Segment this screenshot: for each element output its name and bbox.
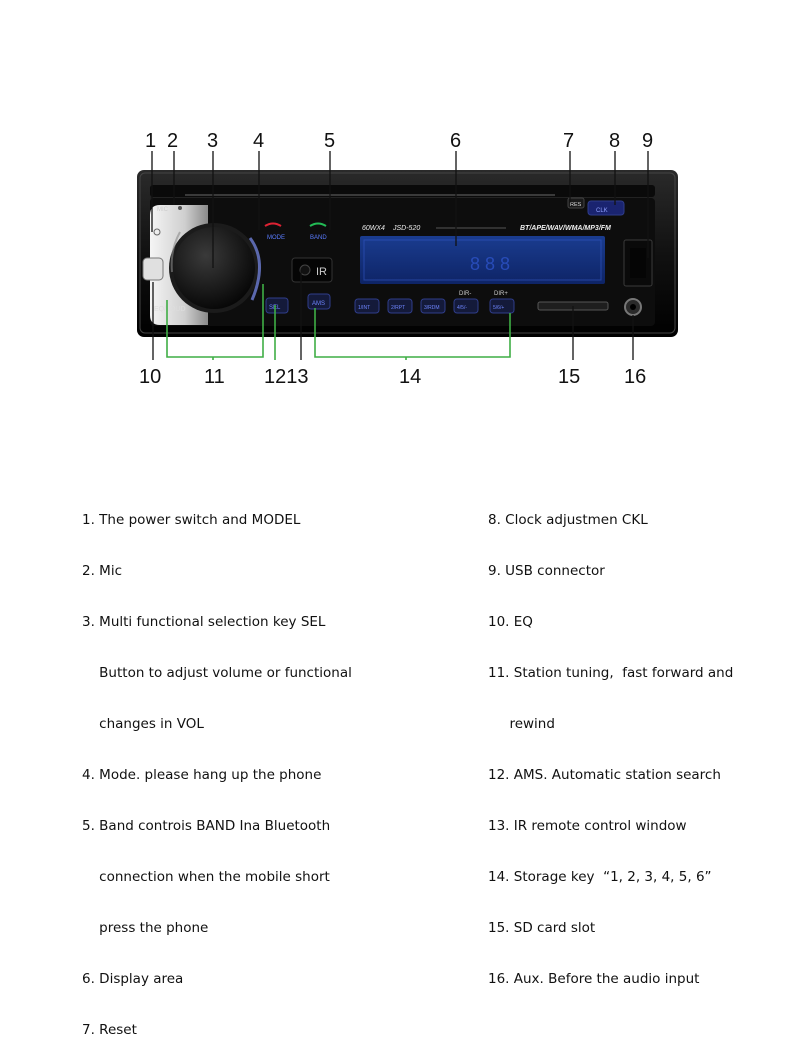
- mode-label: MODE: [267, 235, 285, 241]
- callout-16: 16: [624, 366, 647, 388]
- power-indicator-icon: [153, 228, 161, 236]
- legend-item-3: 3. Multi functional selection key SEL: [82, 614, 326, 630]
- legend-item-5-cont-1: connection when the mobile short: [82, 869, 330, 885]
- legend-item-9: 9. USB connector: [488, 563, 605, 579]
- ams-label: AMS: [312, 301, 325, 307]
- res-label: RES: [570, 202, 582, 208]
- callout-5: 5: [324, 130, 336, 152]
- legend-item-3-cont-2: changes in VOL: [82, 716, 204, 732]
- car-radio-illustration: MIC EQ/LOUD MODE BAND IR SEL AMS 60WX4 J…: [137, 151, 678, 360]
- preset-buttons: 1/INT 2/RPT 3/RDM 4/5/- 5/6/+ DIR- DIR+: [354, 291, 515, 314]
- legend-item-3-cont-1: Button to adjust volume or functional: [82, 665, 352, 681]
- eq-label: EQ/LOUD: [154, 306, 186, 313]
- callout-2: 2: [167, 130, 179, 152]
- callout-leaders: [151, 151, 649, 360]
- legend-item-12: 12. AMS. Automatic station search: [488, 767, 721, 783]
- mic-label: MIC: [157, 207, 169, 213]
- legend-item-11-cont: rewind: [488, 716, 555, 732]
- lcd-segments: 8 8 8: [470, 254, 510, 274]
- callout-15: 15: [558, 366, 581, 388]
- preset-2-label: 2/RPT: [391, 305, 405, 311]
- dir-plus-label: DIR+: [494, 291, 508, 297]
- callout-12-13: 1213: [264, 366, 309, 388]
- callout-9: 9: [642, 130, 654, 152]
- callout-10: 10: [139, 366, 162, 388]
- callout-14: 14: [399, 366, 422, 388]
- legend-item-8: 8. Clock adjustmen CKL: [488, 512, 648, 528]
- legend-item-16: 16. Aux. Before the audio input: [488, 971, 700, 987]
- legend-item-4: 4. Mode. please hang up the phone: [82, 767, 322, 783]
- band-phone-icon: [309, 222, 327, 227]
- legend-item-13: 13. IR remote control window: [488, 818, 687, 834]
- callout-brackets: [166, 284, 511, 360]
- legend-item-5-cont-2: press the phone: [82, 920, 209, 936]
- legend-item-2: 2. Mic: [82, 563, 122, 579]
- ir-label: IR: [316, 266, 327, 278]
- preset-1-label: 1/INT: [358, 305, 370, 311]
- callout-7: 7: [563, 130, 575, 152]
- legend-item-5: 5. Band controis BAND Ina Bluetooth: [82, 818, 331, 834]
- callout-6: 6: [450, 130, 462, 152]
- model-name: JSD-520: [392, 225, 420, 232]
- callout-3: 3: [207, 130, 219, 152]
- legend-item-14: 14. Storage key “1, 2, 3, 4, 5, 6”: [488, 869, 712, 885]
- preset-3-label: 3/RDM: [424, 305, 440, 311]
- lcd-display: [360, 236, 605, 284]
- legend-left: 1. The power switch and MODEL 2. Mic 3. …: [82, 478, 352, 1056]
- dir-minus-label: DIR-: [459, 291, 471, 297]
- mode-phone-icon: [264, 222, 282, 227]
- legend-item-15: 15. SD card slot: [488, 920, 596, 936]
- legend-item-1: 1. The power switch and MODEL: [82, 512, 301, 528]
- legend-item-6: 6. Display area: [82, 971, 184, 987]
- ir-window: [291, 257, 333, 283]
- band-label: BAND: [310, 235, 327, 241]
- clk-label: CLK: [596, 208, 608, 214]
- preset-5-label: 5/6/+: [493, 305, 504, 311]
- legend-item-7: 7. Reset: [82, 1022, 137, 1038]
- callout-8: 8: [609, 130, 621, 152]
- callout-4: 4: [253, 130, 265, 152]
- legend-item-10: 10. EQ: [488, 614, 533, 630]
- legend-right: 8. Clock adjustmen CKL 9. USB connector …: [488, 478, 733, 1005]
- preset-4-label: 4/5/-: [457, 305, 467, 311]
- legend-item-11: 11. Station tuning, fast forward and: [488, 665, 734, 681]
- callout-11: 11: [204, 366, 225, 388]
- mic-hole-icon: [178, 206, 182, 210]
- model-tag: 60WX4: [362, 225, 385, 232]
- callout-1: 1: [145, 130, 157, 152]
- formats-label: BT/APE/WAV/WMA/MP3/FM: [520, 225, 611, 232]
